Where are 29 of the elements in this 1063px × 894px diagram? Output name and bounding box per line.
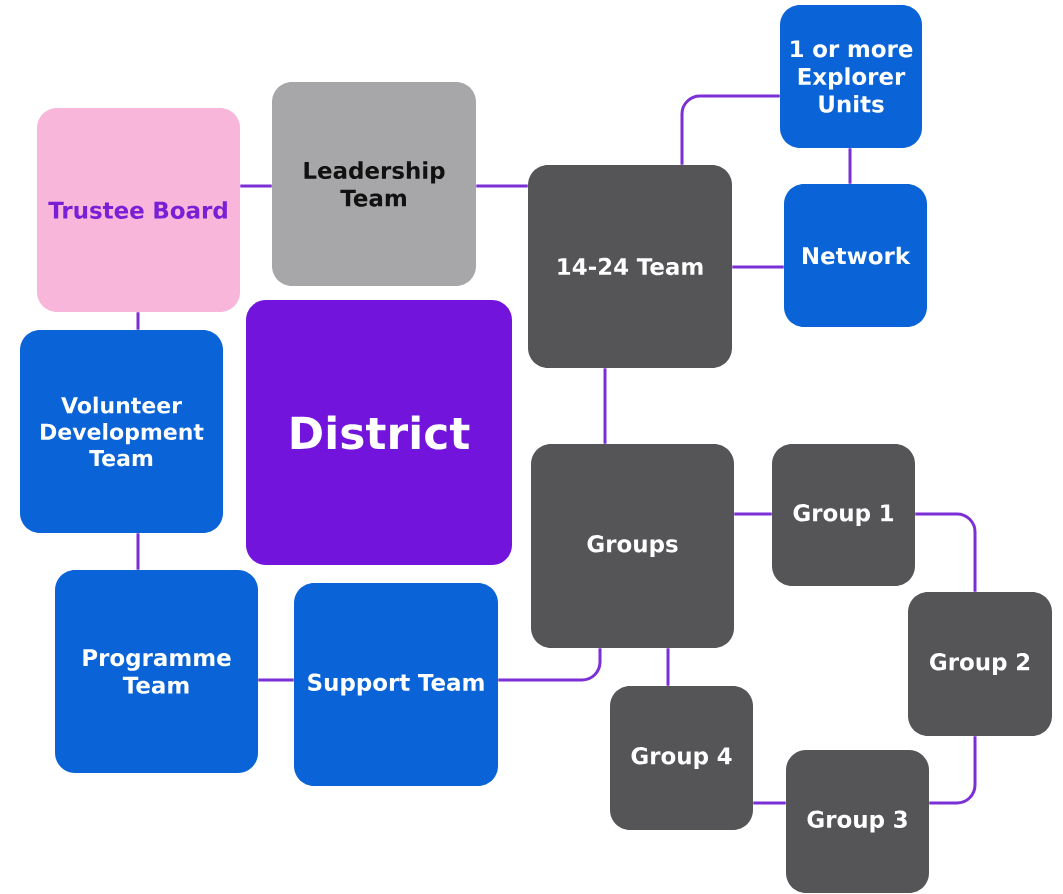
connector-line: [734, 512, 772, 516]
team-box: Programme Team: [55, 570, 258, 773]
connector-line: [680, 94, 780, 165]
unit-box: 1 or more Explorer Units: [780, 5, 922, 148]
connector-line: [240, 184, 272, 188]
connector-line: [915, 512, 977, 592]
connector-line: [929, 736, 977, 805]
connector-line: [848, 148, 852, 184]
connector-line: [732, 265, 784, 269]
connector-line: [753, 801, 786, 805]
connector-line: [603, 368, 607, 444]
group-box: Group 3: [786, 750, 929, 893]
connector-line: [666, 648, 670, 686]
team-box: 14-24 Team: [528, 165, 732, 368]
group-box: Group 1: [772, 444, 915, 586]
team-box: Volunteer Development Team: [20, 330, 223, 533]
connector-line: [136, 312, 140, 330]
network-box: Network: [784, 184, 927, 327]
groups-box: Groups: [531, 444, 734, 648]
board-box: Trustee Board: [37, 108, 240, 312]
connector-line: [258, 678, 294, 682]
team-box: Support Team: [294, 583, 498, 786]
group-box: Group 2: [908, 592, 1052, 736]
connector-line: [136, 533, 140, 570]
team-box: Leadership Team: [272, 82, 476, 286]
connector-line: [476, 184, 528, 188]
group-box: Group 4: [610, 686, 753, 830]
connector-line: [498, 648, 602, 682]
district-box: District: [246, 300, 512, 565]
